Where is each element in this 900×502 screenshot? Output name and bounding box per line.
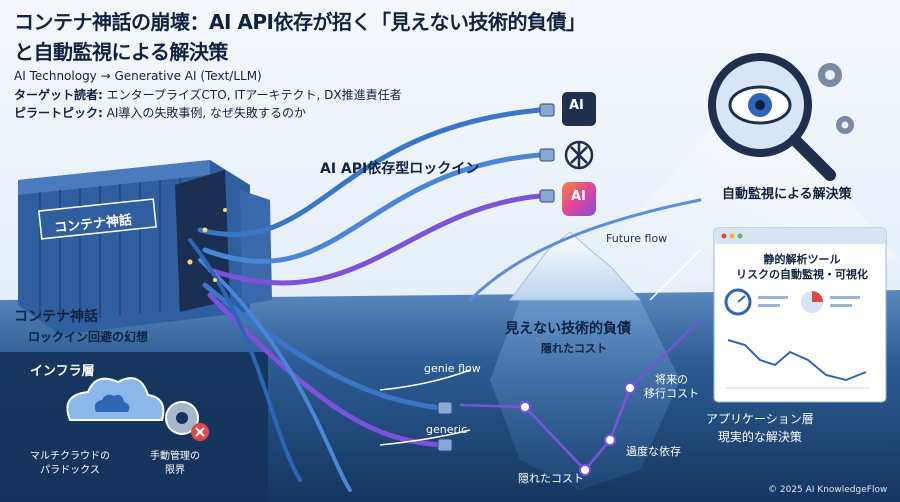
magnifier-eye-icon [708, 53, 836, 181]
ai-logo-text: AI [569, 98, 584, 113]
container-sublabel: ロックイン回避の幻想 [28, 330, 149, 344]
excess-dependency-label: 過度な依存 [626, 445, 681, 458]
monitor-solution-label: 自動監視による解決策 [722, 187, 852, 202]
container-label: コンテナ神話 [14, 309, 98, 325]
iceberg-underwater [490, 300, 680, 490]
ai-gradient-logo-icon [562, 182, 596, 216]
api-cables [188, 107, 702, 492]
gear-icon [818, 63, 854, 134]
analysis-dashboard [713, 227, 887, 403]
cost-curve [459, 319, 701, 476]
manual-limit-label: 手動管理の 限界 [150, 451, 200, 476]
page-title-line1: コンテナ神話の崩壊：AI API依存が招く「見えない技術的負債」 [14, 10, 586, 34]
app-layer-label: アプリケーション層 現実的な解決策 [706, 412, 814, 444]
iceberg-tip [508, 231, 642, 301]
ai-square-logo-icon [562, 92, 596, 126]
audience-line: ターゲット読者: エンタープライズCTO, ITアーキテクト, DX推進責任者 [14, 86, 402, 103]
copyright: © 2025 AI KnowledgeFlow [768, 485, 888, 495]
hidden-cost-label: 隠れたコスト [518, 472, 584, 485]
dashboard-title: 静的解析ツール リスクの自動監視・可視化 [736, 253, 868, 281]
pillar-value: AI導入の失敗事例, なぜ失敗するのか [102, 106, 307, 120]
future-flow-label: Future flow [606, 232, 668, 245]
page-title-line2: と自動監視による解決策 [14, 40, 228, 64]
pillar-label: ピラートピック: [14, 106, 103, 120]
pillar-line: ピラートピック: AI導入の失敗事例, なぜ失敗するのか [14, 104, 306, 121]
iceberg-subtitle: 隠れたコスト [541, 342, 607, 355]
genie-flow-label: genie flow [424, 362, 481, 375]
iceberg-title: 見えない技術的負債 [505, 321, 631, 337]
audience-value: エンタープライズCTO, ITアーキテクト, DX推進責任者 [102, 88, 402, 102]
openai-knot-icon [564, 140, 594, 170]
infra-layer-label: インフラ層 [30, 364, 95, 379]
migration-cost-label: 将来の 移行コスト [644, 373, 699, 400]
ai-gradient-logo-text: AI [571, 189, 586, 204]
generic-flow-label: generic [426, 423, 468, 436]
manual-gear-icon [165, 401, 209, 441]
multicloud-label: マルチクラウドの パラドックス [30, 451, 110, 476]
category-path: AI Technology → Generative AI (Text/LLM) [14, 69, 262, 83]
multicloud-icon [66, 377, 165, 421]
audience-label: ターゲット読者: [14, 88, 103, 102]
lockin-label: AI API依存型ロックイン [320, 161, 480, 177]
